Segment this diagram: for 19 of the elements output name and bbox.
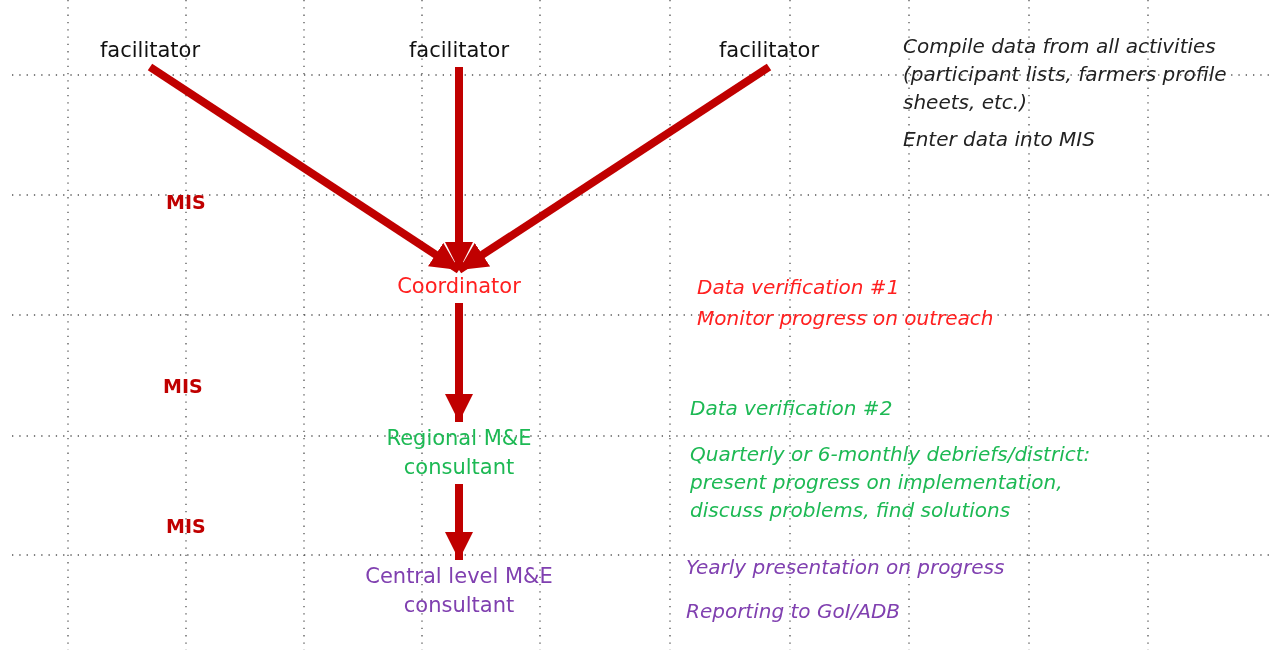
arrow	[456, 63, 772, 274]
arrow	[147, 63, 462, 274]
note-text: Enter data into MIS	[903, 126, 1095, 153]
system-label: MIS	[166, 514, 206, 539]
note-text: Yearly presentation on progress	[686, 554, 1005, 581]
system-label: MIS	[166, 190, 206, 215]
role-label: Regional M&E consultant	[359, 424, 559, 482]
note-text: Data verification #1	[697, 274, 900, 301]
note-text: Monitor progress on outreach	[697, 305, 994, 332]
note-text: Compile data from all activities (participant lists, farmers profile sheets, etc.)	[903, 33, 1228, 116]
note-text: Quarterly or 6-monthly debriefs/district: present progress on implementation, discuss problems, find solutions	[690, 441, 1092, 524]
system-label: MIS	[163, 374, 203, 399]
role-label: Central level M&E consultant	[329, 562, 589, 620]
role-label: facilitator	[379, 36, 539, 65]
role-label: facilitator	[689, 36, 849, 65]
role-label: Coordinator	[364, 272, 554, 301]
note-text: Reporting to GoI/ADB	[686, 598, 901, 625]
role-label: facilitator	[70, 36, 230, 65]
note-text: Data verification #2	[690, 395, 893, 422]
